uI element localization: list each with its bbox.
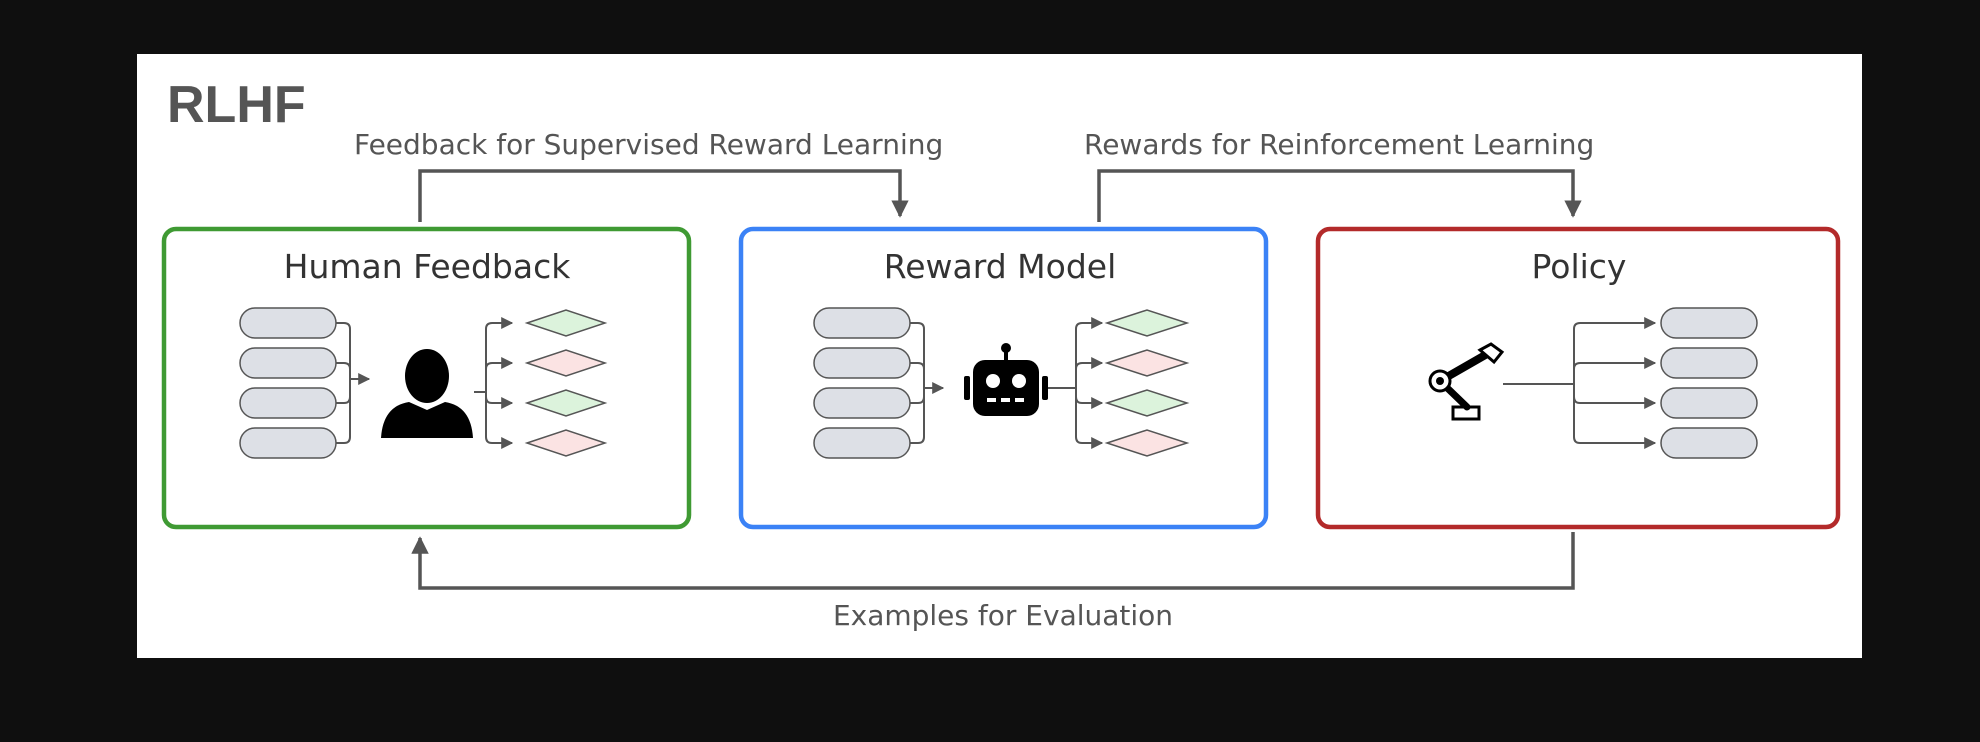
diagram-title: RLHF [167, 76, 306, 134]
label-examples-evaluation: Examples for Evaluation [833, 599, 1173, 632]
feedback-arrow [418, 169, 909, 222]
rlhf-diagram: RLHF Feedback for Supervised Reward Lear… [161, 76, 1841, 632]
diagram-canvas: RLHF Feedback for Supervised Reward Lear… [137, 54, 1862, 658]
person-icon [381, 349, 473, 438]
rewards-arrow [1097, 169, 1582, 222]
output-diamond [1104, 349, 1190, 377]
input-pill [813, 307, 911, 339]
output-diamond [524, 429, 608, 457]
output-diamond [524, 349, 608, 377]
output-pill [1660, 427, 1758, 459]
label-rewards-rl: Rewards for Reinforcement Learning [1084, 128, 1594, 161]
reward-model-box: Reward Model [738, 226, 1269, 530]
policy-output-connectors [1503, 317, 1657, 449]
output-pill [1660, 387, 1758, 419]
output-pill [1660, 347, 1758, 379]
reward-model-input-connectors [910, 322, 945, 444]
input-pill [813, 427, 911, 459]
input-pill [239, 347, 337, 379]
input-pill [239, 387, 337, 419]
label-feedback-supervised: Feedback for Supervised Reward Learning [354, 128, 943, 161]
policy-box: Policy [1315, 226, 1841, 530]
input-pill [239, 427, 337, 459]
human-feedback-output-connectors [474, 317, 514, 449]
reward-model-output-connectors [1048, 317, 1104, 449]
output-diamond [524, 389, 608, 417]
human-feedback-input-connectors [336, 322, 371, 444]
policy-outputs [1660, 307, 1758, 459]
input-pill [813, 387, 911, 419]
human-feedback-box: Human Feedback [161, 226, 692, 530]
output-diamond [1104, 429, 1190, 457]
robot-arm-icon [1428, 342, 1505, 421]
input-pill [813, 347, 911, 379]
output-diamond [1104, 309, 1190, 337]
output-diamond [1104, 389, 1190, 417]
robot-icon [964, 343, 1048, 416]
human-feedback-title: Human Feedback [284, 247, 572, 286]
evaluation-arrow [411, 532, 1575, 590]
output-diamond [524, 309, 608, 337]
reward-model-title: Reward Model [884, 247, 1116, 286]
output-pill [1660, 307, 1758, 339]
policy-title: Policy [1532, 247, 1627, 286]
human-feedback-outputs [524, 309, 608, 457]
reward-model-outputs [1104, 309, 1190, 457]
reward-model-inputs [813, 307, 911, 459]
input-pill [239, 307, 337, 339]
